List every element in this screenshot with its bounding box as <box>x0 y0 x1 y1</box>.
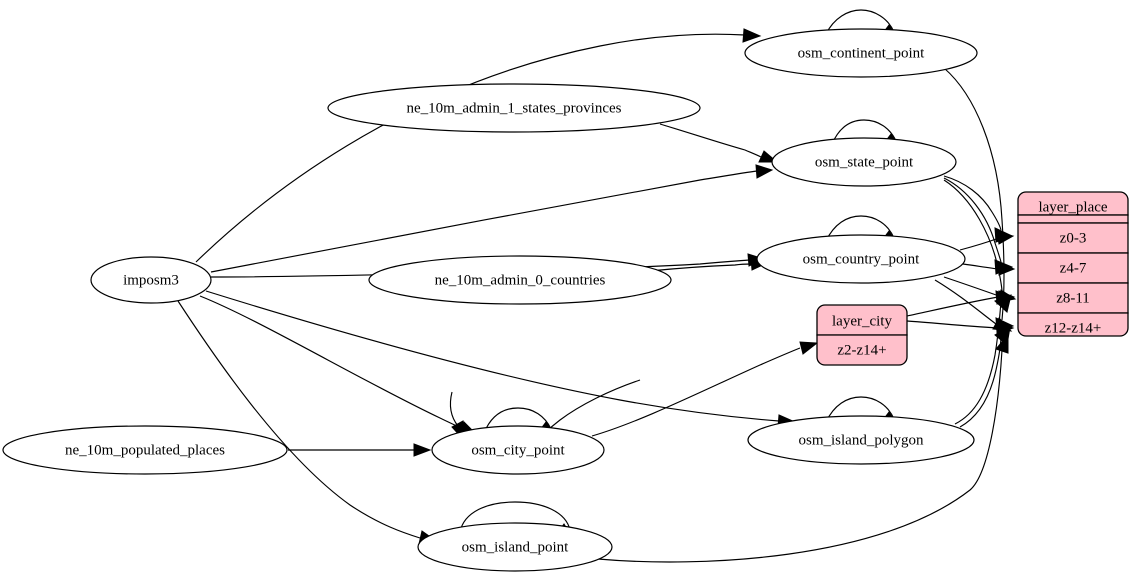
record-row-layer-place-z8-11[interactable]: z8-11 <box>1056 290 1090 306</box>
node-osm-city-point[interactable]: osm_city_point <box>431 425 605 475</box>
record-title-layer-place: layer_place <box>1038 199 1107 215</box>
record-node-layer-place[interactable]: layer_place z0-3 z4-7 z8-11 z12-z14+ <box>1017 191 1129 337</box>
edge-layer-city-to-layer-place-z12 <box>906 320 1015 335</box>
record-row-layer-city-z2-z14[interactable]: z2-z14+ <box>837 342 886 358</box>
record-layer: layer_place z0-3 z4-7 z8-11 z12-z14+ lay… <box>816 191 1129 366</box>
node-label-osm-city-point: osm_city_point <box>471 442 565 458</box>
edge-imposm3-to-osm-continent-point <box>195 28 762 263</box>
node-label-imposm3: imposm3 <box>123 272 179 288</box>
node-osm-island-point[interactable]: osm_island_point <box>417 522 613 572</box>
record-row-layer-place-z4-7[interactable]: z4-7 <box>1060 260 1087 276</box>
edge-osm-country-point-to-layer-place-z0-3 <box>959 231 1015 251</box>
node-label-ne-states: ne_10m_admin_1_states_provinces <box>407 100 622 116</box>
edge-ne-states-to-osm-state-point <box>659 123 779 163</box>
record-title-layer-city: layer_city <box>832 313 892 329</box>
node-label-osm-island-point: osm_island_point <box>462 539 570 555</box>
node-label-ne-places: ne_10m_populated_places <box>65 442 225 458</box>
node-osm-country-point[interactable]: osm_country_point <box>756 234 966 284</box>
edge-osm-city-point-to-layer-city <box>591 341 819 437</box>
record-row-layer-place-z12-z14[interactable]: z12-z14+ <box>1045 320 1102 336</box>
node-imposm3[interactable]: imposm3 <box>90 256 212 304</box>
record-node-layer-city[interactable]: layer_city z2-z14+ <box>816 304 908 366</box>
node-label-osm-island-polygon: osm_island_polygon <box>798 432 924 448</box>
edge-osm-country-point-to-layer-place-z4-7 <box>962 262 1016 276</box>
node-ne-10m-populated-places[interactable]: ne_10m_populated_places <box>2 425 288 475</box>
node-ne-10m-admin-1-states-provinces[interactable]: ne_10m_admin_1_states_provinces <box>327 83 701 133</box>
node-label-osm-state-point: osm_state_point <box>815 154 914 170</box>
node-osm-continent-point[interactable]: osm_continent_point <box>744 28 978 78</box>
node-osm-island-polygon[interactable]: osm_island_polygon <box>747 415 975 465</box>
edge-ne-places-to-osm-city-point <box>288 443 432 457</box>
edge-imposm3-to-osm-island-point <box>177 300 438 545</box>
edge-osm-island-polygon-to-layer-place-z8-11 <box>954 294 1012 425</box>
edge-osm-state-point-to-layer-place-z0-3 <box>943 175 1014 243</box>
node-layer: imposm3 ne_10m_admin_1_states_provinces … <box>2 28 978 572</box>
edge-imposm3-to-osm-island-polygon <box>205 290 797 428</box>
record-row-layer-place-z0-3[interactable]: z0-3 <box>1060 230 1087 246</box>
edge-imposm3-to-osm-state-point <box>210 164 774 273</box>
node-label-osm-country-point: osm_country_point <box>803 251 920 267</box>
node-ne-10m-admin-0-countries[interactable]: ne_10m_admin_0_countries <box>368 255 672 305</box>
node-osm-state-point[interactable]: osm_state_point <box>771 137 957 187</box>
node-label-osm-continent-point: osm_continent_point <box>798 45 925 61</box>
edge-osm-island-point-to-layer-place-z12 <box>597 333 1009 563</box>
edge-imposm3-to-osm-city-point <box>199 295 478 435</box>
edge-curve-to-osm-city-point-left <box>449 391 464 440</box>
node-label-ne-countries: ne_10m_admin_0_countries <box>435 272 606 288</box>
